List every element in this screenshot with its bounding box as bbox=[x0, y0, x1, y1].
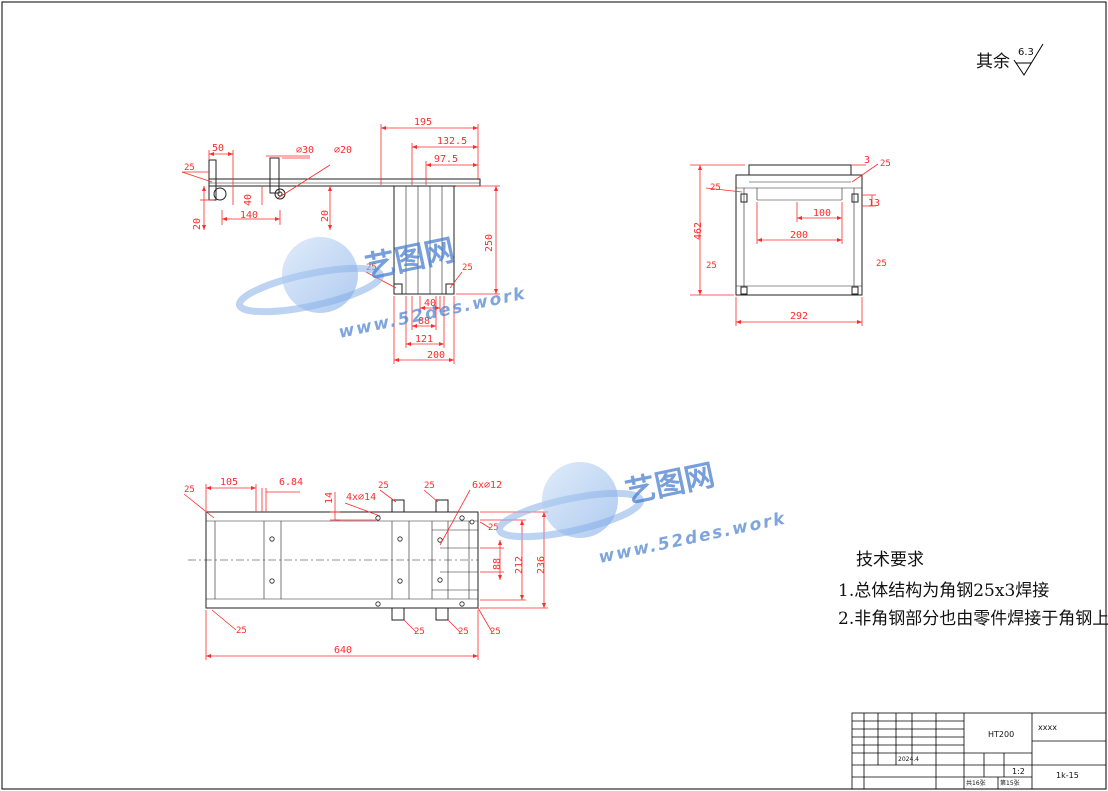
dim-100: 100 bbox=[813, 208, 831, 219]
dim-462: 462 bbox=[693, 222, 704, 240]
label-holes-6x12: 6x⌀12 bbox=[472, 480, 502, 491]
label-angle-25-g: 25 bbox=[414, 627, 425, 637]
dim-6-84: 6.84 bbox=[279, 477, 303, 488]
dim-13: 13 bbox=[868, 198, 880, 209]
dim-236: 236 bbox=[536, 556, 547, 574]
surface-finish-symbol: 其余 6.3 bbox=[976, 43, 1044, 76]
title-block-sheet-no: 第15张 bbox=[1000, 779, 1020, 787]
dim-105: 105 bbox=[220, 477, 238, 488]
dim-200: 200 bbox=[427, 350, 445, 361]
dim-640: 640 bbox=[334, 645, 352, 656]
tech-requirements: 技术要求 1.总体结构为角钢25x3焊接 2.非角钢部分也由零件焊接于角钢上 bbox=[838, 550, 1108, 629]
dim-88: 88 bbox=[418, 316, 430, 327]
dim-20-right: 20 bbox=[320, 210, 331, 222]
watermark-brand: 艺图网 bbox=[622, 458, 717, 511]
dim-14: 14 bbox=[324, 492, 335, 504]
dim-140: 140 bbox=[240, 210, 258, 221]
label-angle-25-a: 25 bbox=[880, 159, 891, 169]
label-angle-25-b: 25 bbox=[710, 183, 721, 193]
dim-40-bottom: 40 bbox=[424, 298, 436, 309]
top-view: 105 6.84 14 4x⌀14 6x⌀12 640 236 212 88 2… bbox=[183, 477, 548, 660]
label-angle-25-h: 25 bbox=[458, 627, 469, 637]
tech-requirement-2: 2.非角钢部分也由零件焊接于角钢上 bbox=[838, 609, 1108, 629]
dim-212: 212 bbox=[514, 556, 525, 574]
dim-20-left: 20 bbox=[192, 218, 203, 230]
dim-200: 200 bbox=[790, 230, 808, 241]
title-block-sheets-total: 共16张 bbox=[966, 779, 986, 787]
title-block-material: HT200 bbox=[988, 730, 1014, 739]
label-angle-25-b: 25 bbox=[236, 626, 247, 636]
title-block-date: 2024.4 bbox=[898, 756, 919, 763]
side-view: 462 292 200 100 3 13 25 25 25 25 bbox=[690, 155, 891, 326]
watermark-brand: 艺图网 bbox=[362, 233, 457, 286]
surface-finish-label: 其余 bbox=[976, 52, 1010, 72]
label-angle-25-a: 25 bbox=[184, 163, 195, 173]
dim-88: 88 bbox=[492, 558, 503, 570]
label-angle-25-a: 25 bbox=[184, 485, 195, 495]
label-angle-25-d: 25 bbox=[424, 481, 435, 491]
dim-50: 50 bbox=[212, 143, 224, 154]
surface-finish-value: 6.3 bbox=[1018, 47, 1034, 58]
title-block: HT200 xxxx 2024.4 1:2 1k-15 共16张 第15张 bbox=[851, 712, 1107, 790]
dim-3: 3 bbox=[864, 155, 870, 166]
title-block-scale: 1:2 bbox=[1012, 767, 1025, 776]
title-block-drawing-no: 1k-15 bbox=[1056, 771, 1079, 780]
label-angle-25-c: 25 bbox=[462, 263, 473, 273]
dim-97-5: 97.5 bbox=[434, 154, 458, 165]
label-angle-25-e: 25 bbox=[488, 523, 499, 533]
label-angle-25-c: 25 bbox=[706, 261, 717, 271]
title-block-name: xxxx bbox=[1038, 723, 1057, 732]
tech-requirement-1: 1.总体结构为角钢25x3焊接 bbox=[838, 581, 1049, 601]
front-view: 195 132.5 97.5 50 ⌀30 ⌀20 140 40 20 20 2… bbox=[181, 117, 500, 364]
label-angle-25-c: 25 bbox=[378, 481, 389, 491]
dim-phi30: ⌀30 bbox=[296, 145, 314, 156]
dim-292: 292 bbox=[790, 311, 808, 322]
label-angle-25-f: 25 bbox=[490, 627, 501, 637]
dim-195: 195 bbox=[414, 117, 432, 128]
label-holes-4x14: 4x⌀14 bbox=[346, 492, 376, 503]
dim-121: 121 bbox=[415, 334, 433, 345]
dim-phi20: ⌀20 bbox=[334, 145, 352, 156]
dim-250: 250 bbox=[484, 234, 495, 252]
dim-40: 40 bbox=[243, 194, 254, 206]
dim-132-5: 132.5 bbox=[437, 136, 467, 147]
watermark-2: 艺图网 www.52des.work bbox=[495, 458, 788, 568]
label-angle-25-d: 25 bbox=[876, 259, 887, 269]
tech-requirements-title: 技术要求 bbox=[856, 550, 924, 570]
